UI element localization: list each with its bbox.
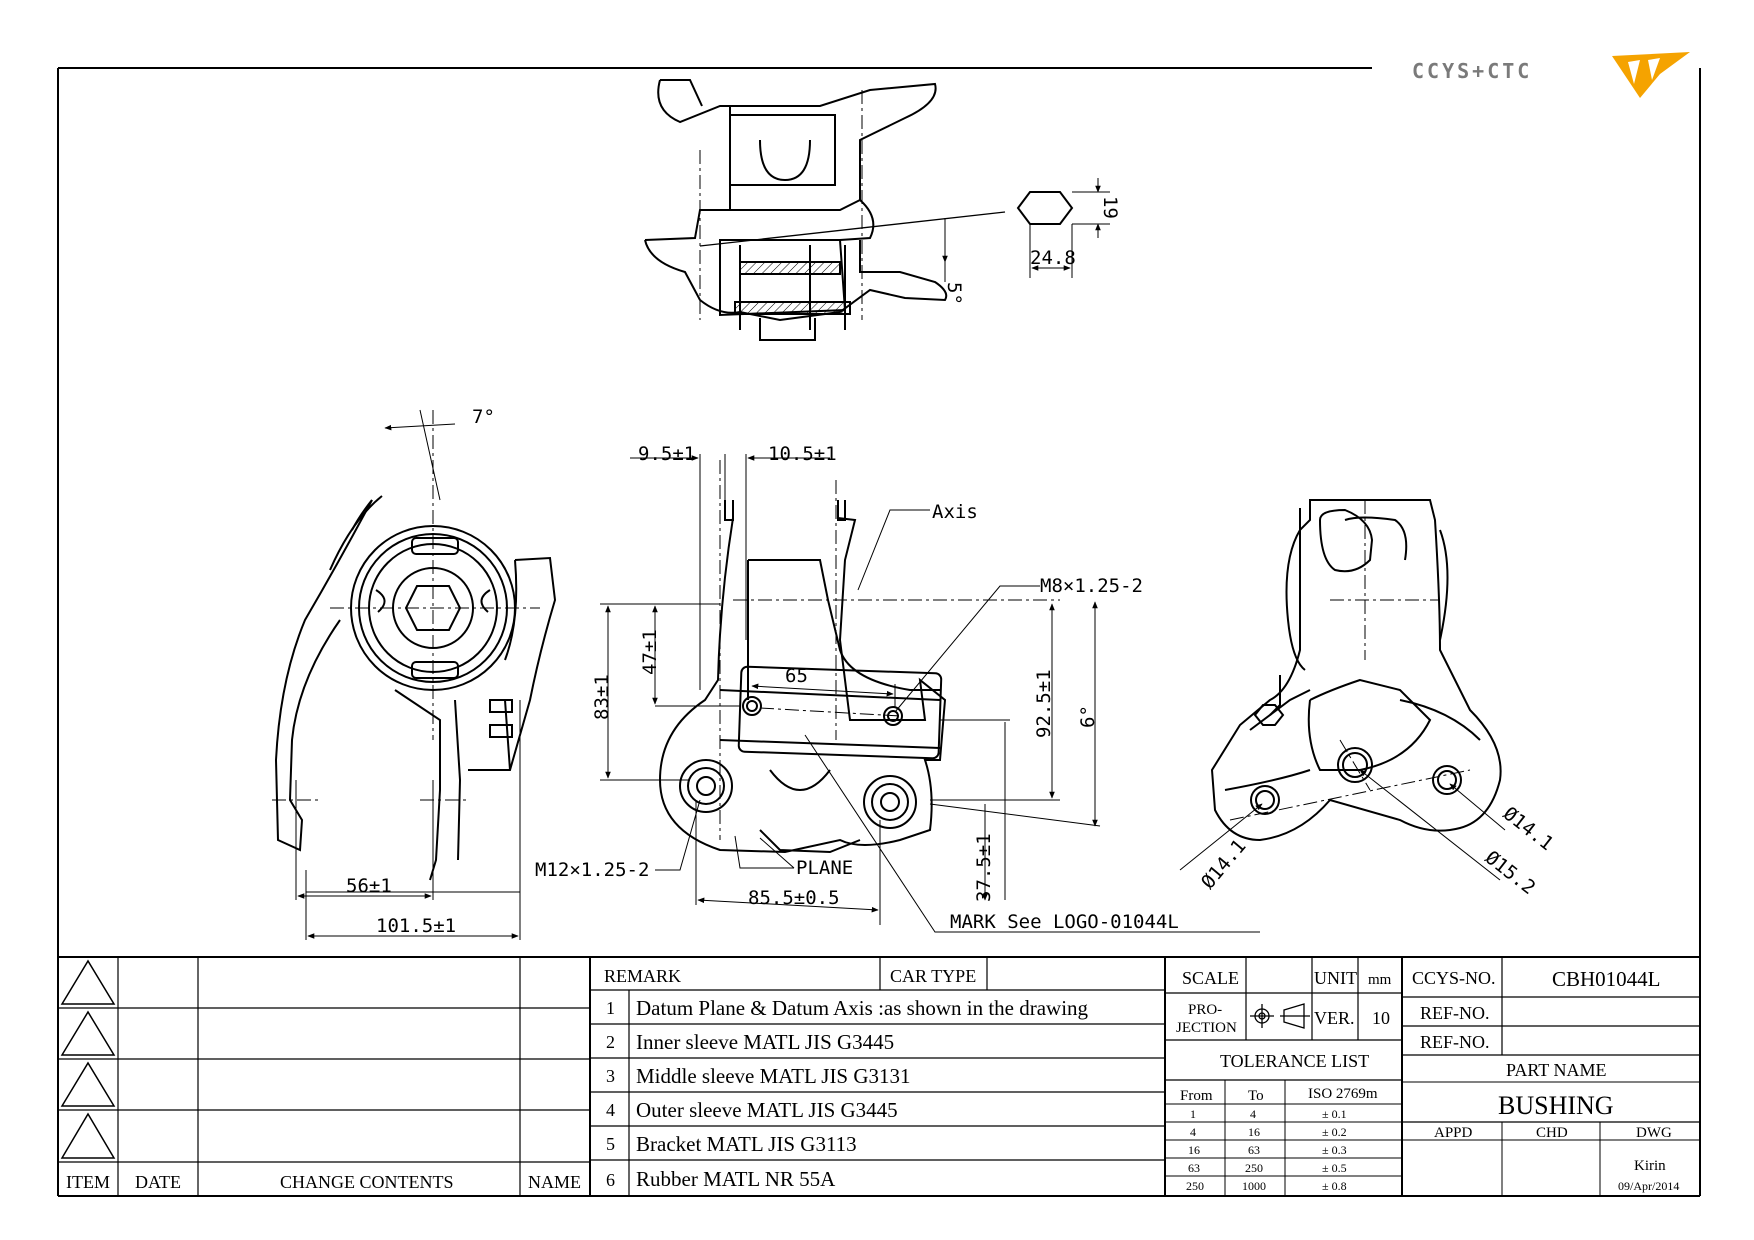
projection-label: JECTION (1176, 1020, 1237, 1036)
tol-to: 4 (1250, 1107, 1256, 1121)
unit-value: mm (1368, 972, 1392, 988)
ccys-no-value: CBH01044L (1552, 967, 1661, 991)
plane-label: PLANE (796, 857, 853, 879)
dwg-name: Kirin (1634, 1158, 1666, 1174)
ver-label: VER. (1314, 1008, 1355, 1028)
top-view (644, 79, 1006, 341)
col-date: DATE (135, 1172, 181, 1192)
remark-text: Datum Plane & Datum Axis :as shown in th… (636, 996, 1089, 1020)
drawing-frame (57, 67, 1701, 1197)
tol-from: 16 (1188, 1143, 1200, 1157)
tol-to: 16 (1248, 1125, 1260, 1139)
drawing-date: 09/Apr/2014 (1618, 1179, 1679, 1193)
front-view (600, 454, 1260, 933)
dim-101-5: 101.5±1 (376, 915, 456, 937)
col-item: ITEM (66, 1172, 110, 1192)
dim-92-5: 92.5±1 (1033, 669, 1055, 738)
dim-9-5: 9.5±1 (638, 443, 695, 465)
revision-triangles (60, 959, 116, 1159)
remark-text: Middle sleeve MATL JIS G3131 (636, 1064, 911, 1088)
tol-from: 250 (1186, 1179, 1204, 1193)
thread-bottom-label: M12×1.25-2 (535, 859, 649, 881)
dim-hex-height: 19 (1099, 196, 1121, 219)
dim-65: 65 (785, 665, 808, 687)
tol-to: 250 (1245, 1161, 1263, 1175)
scale-label: SCALE (1182, 968, 1239, 988)
dim-85-5: 85.5±0.5 (748, 887, 840, 909)
company-logo: CCYS+CTC (1412, 52, 1690, 98)
appd-label: APPD (1434, 1125, 1473, 1141)
ref-no-label: REF-NO. (1420, 1003, 1490, 1023)
car-type-label: CAR TYPE (890, 966, 976, 986)
tolerance-title: TOLERANCE LIST (1220, 1051, 1369, 1071)
hex-detail (1016, 178, 1110, 278)
dim-angle-6: 6° (1077, 705, 1099, 728)
remark-no: 3 (606, 1066, 615, 1086)
right-iso-view (1179, 499, 1506, 881)
tol-value: ± 0.2 (1322, 1125, 1347, 1139)
thread-top-label: M8×1.25-2 (1040, 575, 1143, 597)
remark-text: Outer sleeve MATL JIS G3445 (636, 1098, 898, 1122)
tol-value: ± 0.8 (1322, 1179, 1347, 1193)
tolerance-rows: 1 4 ± 0.1 4 16 ± 0.2 16 63 ± 0.3 63 250 … (1186, 1107, 1347, 1193)
mark-label: MARK See LOGO-01044L (950, 911, 1179, 933)
dim-56: 56±1 (346, 875, 392, 897)
tol-header-iso: ISO 2769m (1308, 1086, 1378, 1102)
remark-text: Rubber MATL NR 55A (636, 1167, 836, 1191)
dim-dia-14-1a: Ø14.1 (1197, 835, 1251, 893)
projection-symbol-icon (1250, 1003, 1310, 1029)
ver-value: 10 (1372, 1008, 1390, 1028)
remark-no: 6 (606, 1170, 615, 1190)
dim-dia-15-2: Ø15.2 (1481, 847, 1540, 900)
revision-triangle-icon (60, 1112, 116, 1159)
chd-label: CHD (1536, 1125, 1568, 1141)
tol-value: ± 0.3 (1322, 1143, 1347, 1157)
tol-to: 1000 (1242, 1179, 1266, 1193)
dim-10-5: 10.5±1 (768, 443, 837, 465)
remark-text: Inner sleeve MATL JIS G3445 (636, 1030, 894, 1054)
axis-label: Axis (932, 501, 978, 523)
tol-value: ± 0.5 (1322, 1161, 1347, 1175)
dim-83: 83±1 (591, 674, 613, 720)
tol-value: ± 0.1 (1322, 1107, 1347, 1121)
tol-to: 63 (1248, 1143, 1260, 1157)
revision-triangle-icon (60, 1061, 116, 1107)
remark-no: 4 (606, 1100, 615, 1120)
tol-from: 1 (1190, 1107, 1196, 1121)
dim-top-angle: 5° (943, 282, 965, 305)
revision-triangle-icon (60, 1010, 116, 1056)
tol-header-from: From (1180, 1088, 1213, 1104)
title-block-grid (58, 956, 1700, 1196)
remark-no: 5 (606, 1134, 615, 1154)
remark-text: Bracket MATL JIS G3113 (636, 1132, 857, 1156)
col-change-contents: CHANGE CONTENTS (280, 1172, 454, 1192)
dim-hex-width: 24.8 (1030, 247, 1076, 269)
remark-label: REMARK (604, 966, 681, 986)
tol-from: 63 (1188, 1161, 1200, 1175)
dim-dia-14-1b: Ø14.1 (1499, 803, 1558, 856)
tol-header-to: To (1248, 1088, 1264, 1104)
dim-47: 47±1 (639, 629, 661, 675)
remark-no: 2 (606, 1032, 615, 1052)
remark-no: 1 (606, 998, 615, 1018)
tol-from: 4 (1190, 1125, 1196, 1139)
projection-label: PRO- (1188, 1002, 1222, 1018)
ccys-no-label: CCYS-NO. (1412, 968, 1496, 988)
dim-37-5: 37.5±1 (973, 833, 995, 902)
part-name-label: PART NAME (1506, 1060, 1606, 1080)
revision-triangle-icon (60, 959, 116, 1005)
part-name-value: BUSHING (1498, 1091, 1614, 1120)
unit-label: UNIT (1314, 968, 1357, 988)
col-name: NAME (528, 1172, 581, 1192)
logo-text: CCYS+CTC (1412, 59, 1532, 83)
ref-no-label: REF-NO. (1420, 1032, 1490, 1052)
left-side-view (272, 409, 557, 940)
dim-left-angle: 7° (472, 406, 495, 428)
dwg-label: DWG (1636, 1125, 1672, 1141)
